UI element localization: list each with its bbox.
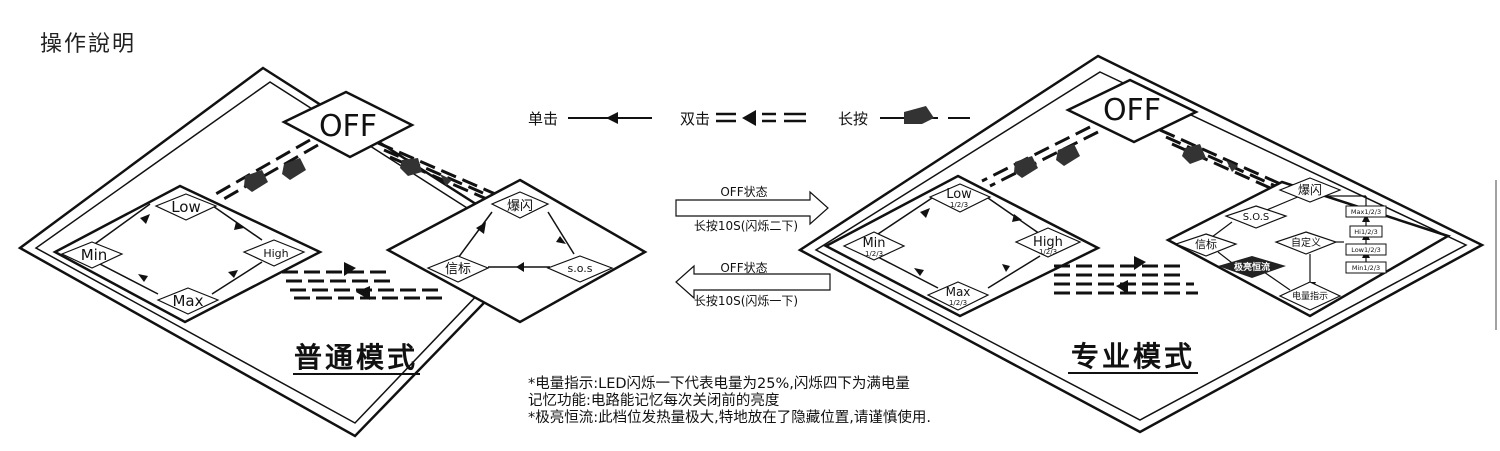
pro-custom-max: Max1/2/3 xyxy=(1351,208,1381,216)
note-memory: 记忆功能:电路能记忆每次关闭前的亮度 xyxy=(528,393,780,409)
pro-level-max: Max xyxy=(946,285,971,299)
pro-long-press-icon xyxy=(1014,144,1238,178)
pro-levels-panel xyxy=(823,174,1101,318)
normal-special-nodes xyxy=(426,191,614,283)
legend-long-press-label: 长按 xyxy=(838,110,868,128)
pro-special-beacon: 信标 xyxy=(1195,237,1217,251)
switch-to-pro-action: 长按10S(闪烁二下) xyxy=(694,219,798,233)
pro-custom-min: Min1/2/3 xyxy=(1352,264,1380,272)
normal-mode-panel: OFF xyxy=(17,66,648,438)
legend-double-click-label: 双击 xyxy=(680,110,710,128)
note-turbo: *极亮恒流:此档位发热量极大,特地放在了隐藏位置,请谨慎使用. xyxy=(528,410,931,426)
pro-mode-panel: OFF xyxy=(797,54,1485,434)
pro-custom-hi: Hi1/2/3 xyxy=(1354,228,1377,236)
long-press-icon xyxy=(244,158,452,192)
normal-level-low: Low xyxy=(171,198,201,216)
normal-off-label: OFF xyxy=(319,109,377,144)
normal-mode-label: 普通模式 xyxy=(294,341,418,374)
pro-level-high-sub: 1/2/3 xyxy=(1039,248,1057,256)
pro-level-nodes xyxy=(842,183,1082,311)
legend: 单击 双击 长按 xyxy=(528,106,970,128)
pro-off-label: OFF xyxy=(1103,93,1161,128)
pro-special-battery: 电量指示 xyxy=(1292,290,1328,302)
pro-mode-label: 专业模式 xyxy=(1071,340,1195,373)
pro-level-low: Low xyxy=(946,187,972,202)
normal-levels-panel xyxy=(52,184,323,324)
pro-custom-level-boxes xyxy=(1345,205,1387,274)
switch-to-normal: OFF状态 长按10S(闪烁一下) xyxy=(675,261,831,308)
pro-special-custom: 自定义 xyxy=(1291,236,1321,249)
pro-level-max-sub: 1/2/3 xyxy=(949,299,967,307)
normal-level-high: High xyxy=(263,247,288,260)
normal-level-max: Max xyxy=(172,292,203,310)
long-press-legend-icon xyxy=(904,106,934,124)
pro-off-node xyxy=(1065,78,1199,144)
normal-specials-panel xyxy=(385,178,648,324)
pro-off-connectors xyxy=(981,125,1298,202)
normal-special-sos: s.o.s xyxy=(568,262,593,275)
pro-special-strobe: 爆闪 xyxy=(1298,183,1322,197)
pro-level-min-sub: 1/2/3 xyxy=(865,250,883,258)
pro-special-turbo: 极亮恒流 xyxy=(1234,261,1270,273)
switch-to-pro: OFF状态 长按10S(闪烁二下) xyxy=(675,185,829,233)
switch-to-normal-state: OFF状态 xyxy=(720,261,767,275)
legend-single-click-label: 单击 xyxy=(528,110,558,128)
pro-special-nodes xyxy=(1174,177,1342,311)
pro-custom-low: Low1/2/3 xyxy=(1351,246,1381,254)
note-battery: *电量指示:LED闪烁一下代表电量为25%,闪烁四下为满电量 xyxy=(528,376,910,392)
normal-off-node xyxy=(281,90,415,159)
normal-level-min: Min xyxy=(81,246,108,264)
page-title: 操作說明 xyxy=(40,32,137,57)
pro-level-low-sub: 1/2/3 xyxy=(950,201,968,209)
pro-special-turbo-node xyxy=(1218,256,1286,278)
switch-to-normal-action: 长按10S(闪烁一下) xyxy=(694,294,798,308)
single-click-arrow-icon xyxy=(606,112,618,124)
pro-special-sos: S.O.S xyxy=(1243,212,1270,223)
double-click-arrow-icon xyxy=(742,110,756,126)
switch-to-pro-state: OFF状态 xyxy=(720,185,767,199)
normal-special-beacon: 信标 xyxy=(445,262,471,277)
normal-special-strobe: 爆闪 xyxy=(507,199,533,214)
notes: *电量指示:LED闪烁一下代表电量为25%,闪烁四下为满电量 记忆功能:电路能记… xyxy=(528,376,931,427)
pro-level-min: Min xyxy=(862,236,885,251)
normal-level-nodes xyxy=(60,193,306,315)
normal-off-connectors xyxy=(213,138,513,212)
pro-level-high: High xyxy=(1033,235,1063,250)
